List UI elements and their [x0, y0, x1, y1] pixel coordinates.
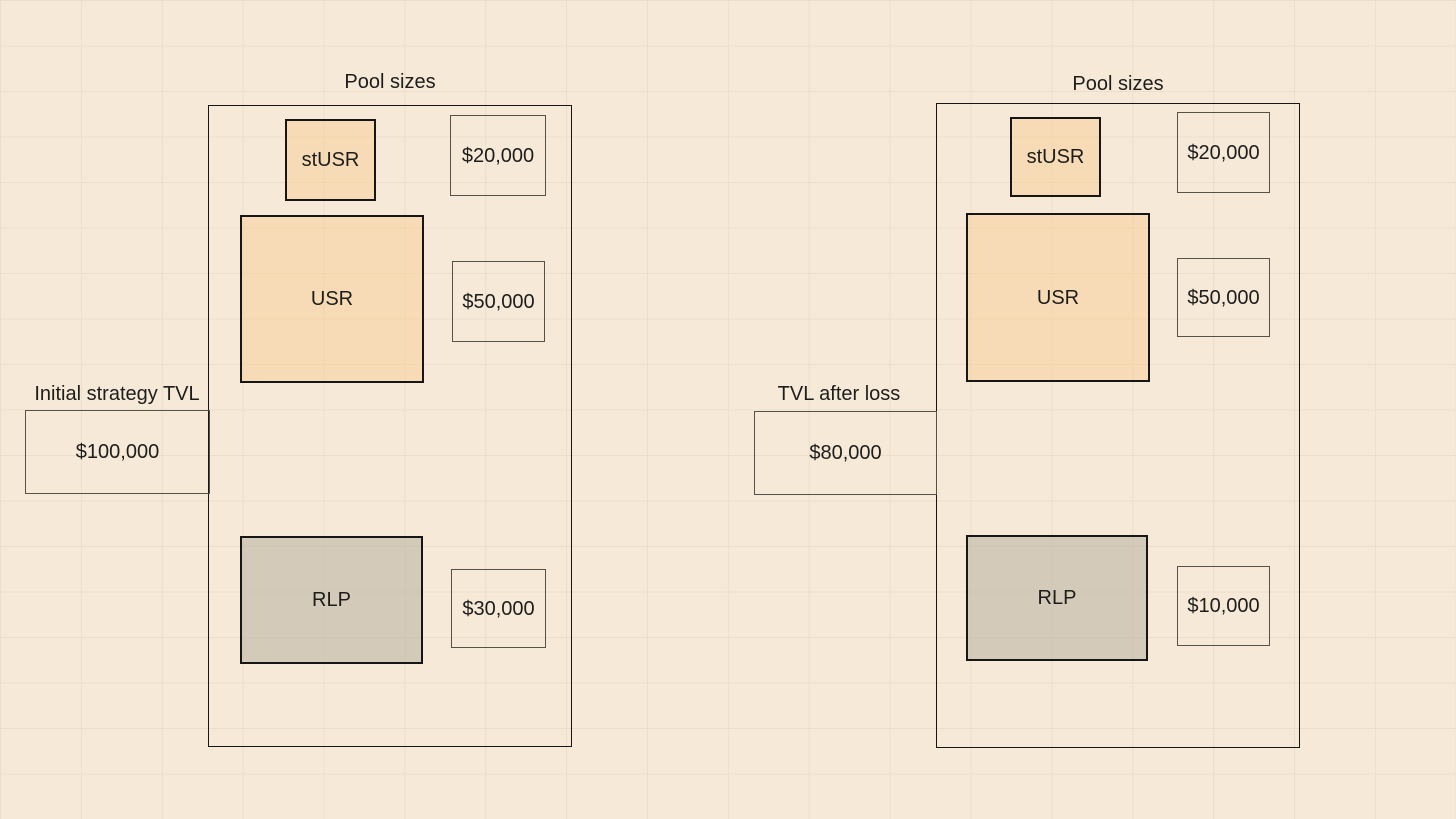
pool-box-stusr-initial: stUSR	[285, 119, 376, 201]
pool-sizes-title-after-loss: Pool sizes	[1072, 73, 1164, 95]
pool-box-rlp-after-loss: RLP	[966, 535, 1148, 661]
pool-box-label: stUSR	[301, 149, 360, 171]
pool-value-usr-after-loss: $50,000	[1177, 258, 1270, 337]
tvl-label-initial: Initial strategy TVL	[34, 383, 200, 405]
tvl-value-box-initial: $100,000	[25, 410, 210, 494]
tvl-label-after-loss: TVL after loss	[777, 383, 901, 405]
pool-box-label: USR	[310, 288, 354, 310]
pool-value-rlp-after-loss: $10,000	[1177, 566, 1270, 646]
pool-box-rlp-initial: RLP	[240, 536, 423, 664]
pool-value-stusr-initial: $20,000	[450, 115, 546, 196]
pool-box-label: USR	[1036, 286, 1080, 309]
pool-box-usr-after-loss: USR	[966, 213, 1150, 382]
tvl-value-box-after-loss: $80,000	[754, 411, 937, 495]
pool-box-label: RLP	[312, 589, 351, 611]
pool-box-label: RLP	[1037, 587, 1077, 609]
pool-value-usr-initial: $50,000	[452, 261, 545, 342]
pool-value-rlp-initial: $30,000	[451, 569, 546, 648]
pool-container-initial	[208, 105, 572, 747]
pool-sizes-title-initial: Pool sizes	[344, 71, 436, 93]
pool-value-stusr-after-loss: $20,000	[1177, 112, 1270, 193]
pool-box-usr-initial: USR	[240, 215, 424, 383]
pool-box-label: stUSR	[1026, 146, 1085, 168]
pool-box-stusr-after-loss: stUSR	[1010, 117, 1101, 197]
